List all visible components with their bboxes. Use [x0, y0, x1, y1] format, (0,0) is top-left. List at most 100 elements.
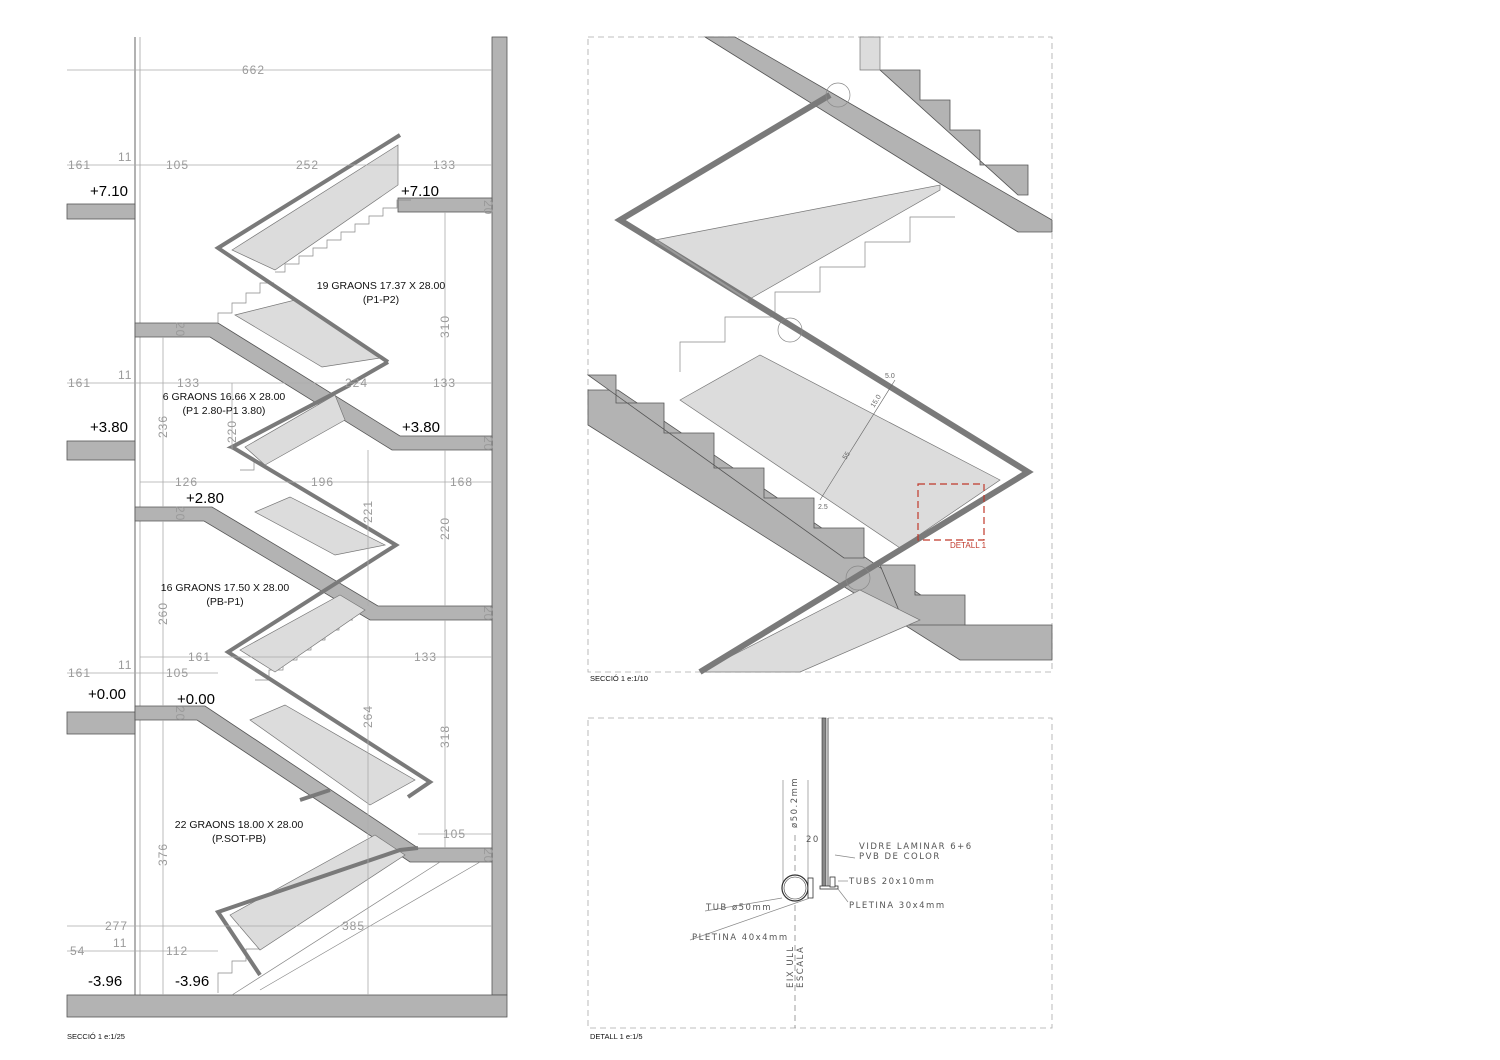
tubs-label: TUBS 20x10mm	[848, 877, 935, 887]
glass-panel	[231, 144, 399, 271]
glass-panel	[859, 36, 881, 71]
handrail	[214, 846, 419, 977]
handrail-tube-inner	[783, 876, 807, 900]
dim: 133	[433, 158, 456, 172]
dim: 196	[311, 475, 334, 489]
dim: 11	[118, 658, 132, 672]
section-caption: SECCIÓ 1 e:1/25	[67, 1032, 125, 1041]
glass-panel	[679, 354, 1001, 549]
pletina-40-label: PLETINA 40x4mm	[692, 933, 789, 943]
main-section: 662 161 11 105 252 133 161 11 133 224 13…	[66, 36, 508, 1041]
flight-steps: 6 GRAONS 16.66 X 28.00	[163, 391, 286, 403]
level-label: +7.10	[401, 183, 439, 200]
handrail	[347, 360, 389, 387]
tubs	[829, 876, 836, 888]
section-detail: 5.0 15.0 55 2.5 DETALL 1 SECCIÓ 1 e:1/10	[586, 36, 1053, 683]
dim: 2.5	[818, 504, 828, 511]
dim: 105	[166, 158, 189, 172]
connection-circle	[825, 82, 851, 108]
dim-vertical: 260	[156, 602, 170, 625]
dim: 55	[842, 451, 852, 461]
glass-label: PVB DE COLOR	[859, 852, 941, 862]
detail-frame	[587, 36, 1053, 673]
steps	[586, 374, 865, 559]
level-label: -3.96	[88, 973, 122, 990]
dim-vertical: 264	[361, 705, 375, 728]
leader-line	[704, 897, 783, 912]
gap-label: 20	[806, 835, 820, 845]
dimension-line	[819, 379, 896, 501]
dim: 161	[68, 158, 91, 172]
handrail	[299, 788, 331, 802]
dim: 11	[118, 150, 132, 164]
detail-frame	[587, 717, 1053, 1029]
floor-slab	[66, 711, 136, 735]
dim: 5.0	[885, 373, 895, 380]
dim: 105	[443, 827, 466, 841]
glass-panel	[654, 184, 941, 301]
pletina-30-label: PLETINA 30x4mm	[849, 901, 946, 911]
dim-slab: 20	[481, 606, 495, 621]
flight-range: (P1-P2)	[363, 294, 399, 306]
glass-panel	[254, 496, 387, 556]
dim-slab: 20	[481, 848, 495, 863]
flight-range: (PB-P1)	[206, 596, 243, 608]
dim-slab: 20	[481, 436, 495, 451]
stair-slab	[134, 705, 493, 863]
glass-panel	[244, 394, 346, 466]
dim: 54	[70, 944, 85, 958]
axis-label: ESCALA	[796, 946, 806, 988]
landing-slab	[397, 197, 493, 213]
detail-1: ø50.2mm 20 VIDRE LAMINAR 6+6 PVB DE COLO…	[587, 717, 1053, 1041]
dim-vertical: 221	[361, 500, 375, 523]
glass-panel	[249, 704, 416, 806]
dim-vertical: 376	[156, 843, 170, 866]
dim: 15.0	[870, 394, 883, 409]
dim-vertical: 310	[438, 315, 452, 338]
stair-slab	[134, 322, 493, 451]
level-label: +0.00	[88, 686, 126, 703]
dim: 252	[296, 158, 319, 172]
dim: 105	[166, 666, 189, 680]
dim: 168	[450, 475, 473, 489]
connection-circle	[845, 565, 871, 591]
dim-vertical: 220	[438, 517, 452, 540]
stair-slab	[134, 506, 493, 621]
level-label: +3.80	[402, 419, 440, 436]
detail-callout-box	[917, 483, 985, 541]
level-label: +0.00	[177, 691, 215, 708]
dim: 126	[175, 475, 198, 489]
dim: 11	[118, 368, 132, 382]
dim: 161	[188, 650, 211, 664]
glass-label: VIDRE LAMINAR 6+6	[859, 842, 973, 852]
dim-slab: 20	[173, 322, 187, 337]
handrail	[614, 92, 1034, 675]
level-label: +3.80	[90, 419, 128, 436]
flight-steps: 19 GRAONS 17.37 X 28.00	[317, 280, 446, 292]
section-caption: SECCIÓ 1 e:1/10	[590, 674, 648, 683]
flight-steps: 22 GRAONS 18.00 X 28.00	[175, 819, 304, 831]
dim: 133	[433, 376, 456, 390]
glass-pane	[821, 717, 827, 889]
glass-panel	[229, 834, 406, 951]
tube-diameter-label: ø50.2mm	[790, 777, 800, 828]
stair-slab	[703, 36, 1053, 233]
flight-range: (P1 2.80-P1 3.80)	[183, 405, 266, 417]
dim: 161	[68, 376, 91, 390]
leader-line	[837, 888, 849, 903]
handrail-inner	[654, 239, 749, 301]
detail-callout-label: DETALL 1	[950, 541, 987, 550]
floor-slab	[66, 440, 136, 461]
dim-overall: 662	[242, 63, 265, 77]
dim: 385	[342, 919, 365, 933]
dim-slab: 20	[173, 506, 187, 521]
flight-range: (P.SOT-PB)	[212, 833, 266, 845]
dim: 133	[177, 376, 200, 390]
tube-label: TUB ø50mm	[705, 903, 772, 913]
handrail-tube	[781, 874, 809, 902]
dim: 277	[105, 919, 128, 933]
level-label: +2.80	[186, 490, 224, 507]
dim-vertical: 236	[156, 415, 170, 438]
